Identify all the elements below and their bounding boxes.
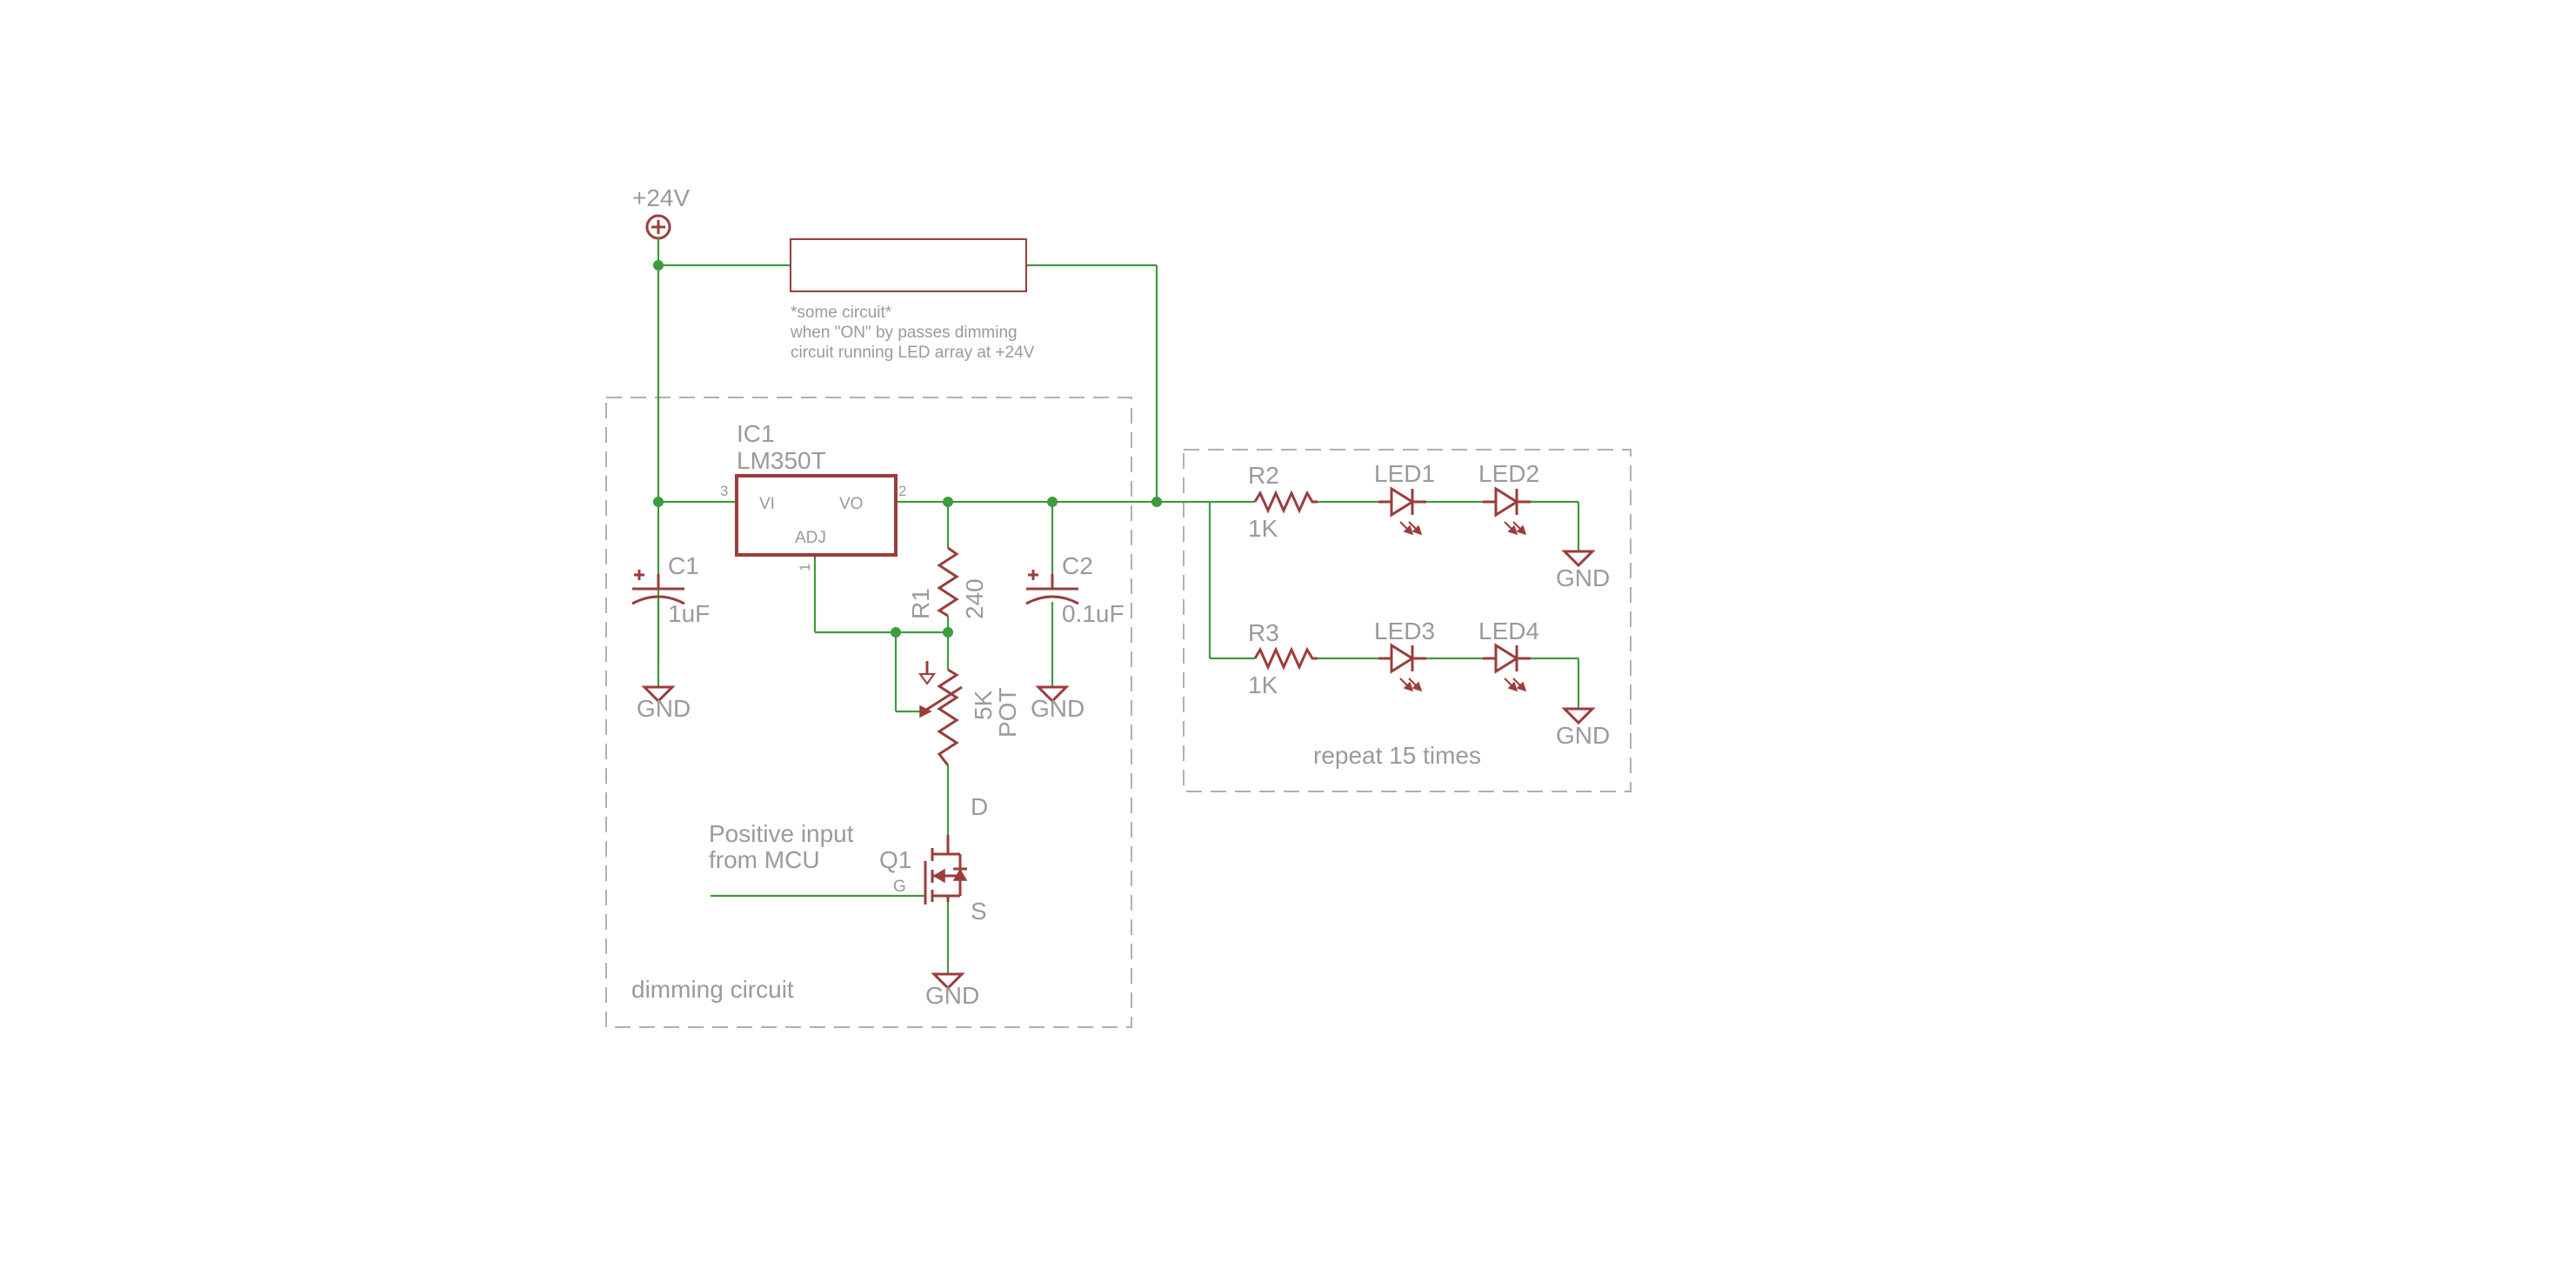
led3-symbol bbox=[1378, 643, 1426, 692]
ic1-pin-num-vi: 3 bbox=[720, 483, 728, 499]
dimming-circuit-frame bbox=[605, 397, 1132, 1028]
mcu-input-line1: Positive input bbox=[709, 820, 854, 847]
q1-mosfet-symbol bbox=[924, 835, 968, 905]
ic1-pin-vo: VO bbox=[839, 495, 863, 513]
r1-value: 240 bbox=[961, 578, 988, 619]
dimming-circuit-label: dimming circuit bbox=[631, 976, 794, 1003]
repeat-label: repeat 15 times bbox=[1313, 742, 1481, 769]
bypass-note-line1: *some circuit* bbox=[791, 304, 892, 322]
c1-ref: C1 bbox=[668, 552, 699, 579]
row2-gnd-label: GND bbox=[1556, 722, 1610, 749]
bypass-note-line2: when "ON" by passes dimming bbox=[790, 324, 1018, 342]
led2-symbol bbox=[1483, 486, 1531, 536]
q1-ground-symbol bbox=[931, 972, 965, 991]
r2-value: 1K bbox=[1248, 515, 1278, 542]
c2-ground-symbol bbox=[1035, 685, 1070, 704]
q1-ref: Q1 bbox=[879, 846, 911, 873]
wires bbox=[657, 238, 1580, 974]
ic1-pin-num-vo: 2 bbox=[898, 483, 906, 499]
pot-symbol bbox=[918, 661, 963, 766]
r3-resistor-symbol bbox=[1253, 646, 1318, 671]
c2-gnd-label: GND bbox=[1031, 695, 1084, 722]
ic1-part: LM350T bbox=[737, 447, 826, 474]
bypass-circuit-box bbox=[790, 238, 1027, 292]
led2-ref: LED2 bbox=[1478, 460, 1539, 487]
led4-symbol bbox=[1483, 643, 1531, 692]
c1-ground-symbol bbox=[641, 685, 676, 704]
supply-label: +24V bbox=[632, 184, 690, 211]
bypass-note-line3: circuit running LED array at +24V bbox=[791, 344, 1035, 362]
q1-drain-label: D bbox=[971, 793, 988, 820]
ic1-pin-num-adj: 1 bbox=[797, 564, 813, 571]
c2-value: 0.1uF bbox=[1062, 600, 1124, 627]
ic1-pin-adj: ADJ bbox=[795, 529, 826, 547]
q1-source-label: S bbox=[971, 898, 987, 925]
c1-capacitor-symbol bbox=[631, 570, 685, 605]
led3-ref: LED3 bbox=[1374, 618, 1435, 644]
led1-ref: LED1 bbox=[1374, 460, 1435, 487]
c2-capacitor-symbol bbox=[1025, 570, 1079, 605]
mcu-input-line2: from MCU bbox=[709, 846, 820, 873]
c1-gnd-label: GND bbox=[637, 695, 691, 722]
ic1-ref: IC1 bbox=[737, 420, 775, 447]
r2-resistor-symbol bbox=[1253, 490, 1318, 514]
r1-ref: R1 bbox=[907, 588, 934, 619]
supply-symbol bbox=[645, 214, 671, 240]
row2-ground-symbol bbox=[1561, 707, 1596, 725]
ic1-pin-vi: VI bbox=[759, 495, 775, 513]
junctions bbox=[653, 260, 1162, 638]
pot-type: POT bbox=[994, 687, 1021, 738]
row1-ground-symbol bbox=[1561, 550, 1596, 568]
q1-gnd-label: GND bbox=[925, 982, 979, 1009]
r3-value: 1K bbox=[1248, 671, 1278, 698]
led-array-frame bbox=[1183, 449, 1632, 792]
c2-ref: C2 bbox=[1062, 552, 1093, 579]
led4-ref: LED4 bbox=[1478, 618, 1539, 644]
ic1-regulator-body bbox=[735, 474, 898, 557]
led1-symbol bbox=[1378, 486, 1426, 536]
q1-gate-label: G bbox=[893, 878, 906, 896]
pot-value: 5K bbox=[970, 690, 997, 720]
r2-ref: R2 bbox=[1248, 462, 1279, 489]
row1-gnd-label: GND bbox=[1556, 564, 1610, 591]
r3-ref: R3 bbox=[1248, 619, 1279, 646]
c1-value: 1uF bbox=[668, 600, 710, 627]
r1-resistor-symbol bbox=[937, 546, 959, 618]
